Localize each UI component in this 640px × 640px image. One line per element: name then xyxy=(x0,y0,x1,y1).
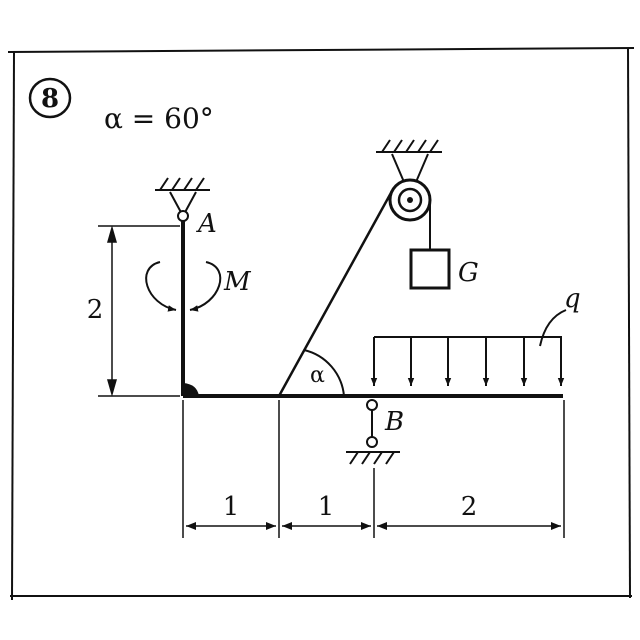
dim-segment-3: 2 xyxy=(461,492,478,522)
distributed-load xyxy=(370,309,567,386)
pulley xyxy=(388,178,432,222)
label-m: M xyxy=(223,267,252,297)
moment-arrows xyxy=(145,261,222,312)
dim-segment-1: 1 xyxy=(223,492,240,522)
weight-block xyxy=(409,248,451,290)
dim-segment-2: 1 xyxy=(318,492,335,522)
frame xyxy=(7,47,635,601)
angle-arc xyxy=(303,349,345,397)
inclined-rope xyxy=(277,190,394,397)
label-b: B xyxy=(384,407,404,437)
problem-number: 8 xyxy=(41,84,59,114)
label-g: G xyxy=(458,258,479,288)
label-a: A xyxy=(196,209,217,239)
ceiling-support-a xyxy=(155,177,210,222)
rigid-corner xyxy=(183,383,199,396)
angle-condition: α = 60° xyxy=(104,102,214,135)
label-q: q xyxy=(564,284,581,314)
dimension-height xyxy=(98,225,180,397)
dimension-horizontal xyxy=(182,400,565,538)
problem-number-badge: 8 xyxy=(28,77,72,119)
dim-height-a: 2 xyxy=(87,295,104,325)
label-alpha: α xyxy=(310,363,325,388)
support-b xyxy=(346,399,400,465)
